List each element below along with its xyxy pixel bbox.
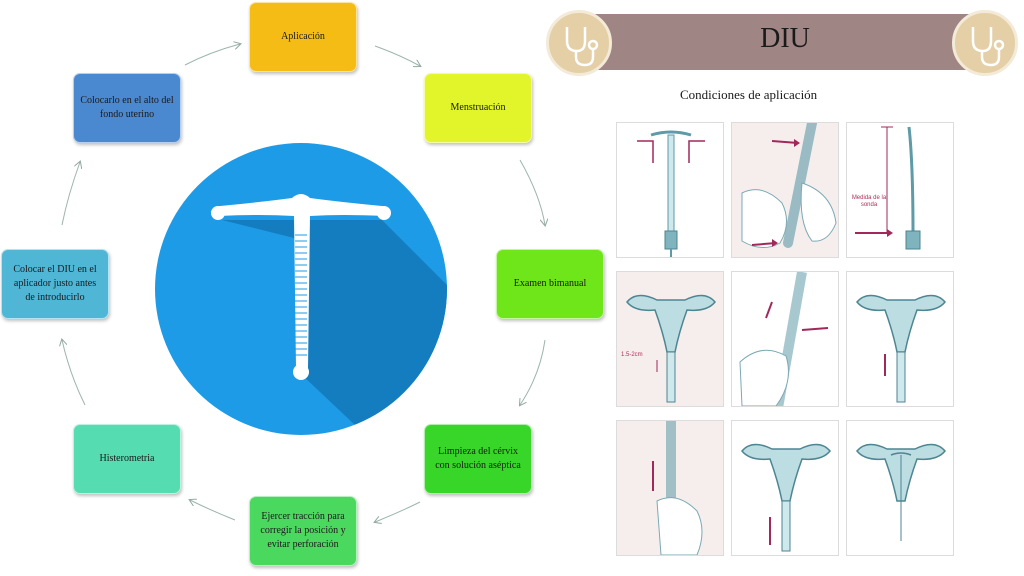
uterus-withdraw-illustration (732, 421, 838, 555)
distance-label: 1.5-2cm (621, 352, 643, 358)
arrow-3 (520, 339, 546, 405)
cycle-step-colocar-aplicador: Colocar el DIU en el aplicador justo ant… (1, 249, 109, 319)
cycle-step-fondo-uterino: Colocarlo en el alto del fondo uterino (73, 73, 181, 143)
illustration-panel-2 (731, 122, 839, 258)
illustration-panel-3: Medida de la sonda (846, 122, 954, 258)
hand-traction-illustration (617, 421, 723, 555)
arrow-6 (62, 340, 86, 406)
cycle-step-label: Histerometria (99, 453, 155, 464)
cycle-step-histerometria: Histerometria (73, 424, 181, 494)
cycle-step-menstruacion: Menstruación (424, 73, 532, 143)
title-banner (575, 14, 990, 70)
cycle-step-label: Ejercer tracción para corregir la posici… (260, 511, 346, 550)
arrow-1 (374, 45, 420, 66)
hand-insertion-illustration (732, 272, 838, 406)
cycle-step-examen-bimanual: Examen bimanual (496, 249, 604, 319)
iud-device-illustration (617, 123, 723, 257)
illustration-panel-9 (846, 420, 954, 556)
cycle-step-label: Colocarlo en el alto del fondo uterino (80, 95, 174, 120)
illustration-panel-7 (616, 420, 724, 556)
arrow-8 (184, 44, 240, 66)
hand-loading-illustration (732, 123, 838, 257)
uterus-placed-illustration (847, 421, 953, 555)
stethoscope-medallion-right (952, 10, 1018, 76)
cycle-step-label: Colocar el DIU en el aplicador justo ant… (13, 264, 97, 303)
cycle-step-limpieza: Limpieza del cérvix con solución aséptic… (424, 424, 532, 494)
stethoscope-icon (565, 27, 599, 67)
cycle-step-aplicacion: Aplicación (249, 2, 357, 72)
page-subtitle: Condiciones de aplicación (680, 87, 818, 102)
page-title: DIU (760, 23, 810, 54)
cycle-step-label: Limpieza del cérvix con solución aséptic… (435, 446, 521, 471)
stethoscope-icon (971, 27, 1005, 67)
illustration-panel-1 (616, 122, 724, 258)
cycle-step-label: Examen bimanual (513, 278, 587, 289)
iud-icon (155, 143, 447, 435)
stethoscope-medallion-left (546, 10, 612, 76)
uterus-measure-illustration (617, 272, 723, 406)
uterus-insertion-illustration (847, 272, 953, 406)
cycle-step-label: Menstruación (450, 102, 506, 113)
illustration-panel-6 (846, 271, 954, 407)
illustration-panel-4: 1.5-2cm (616, 271, 724, 407)
arrow-4 (375, 501, 421, 522)
arrow-7 (61, 162, 80, 226)
arrow-2 (519, 159, 545, 225)
cycle-step-label: Aplicación (281, 31, 325, 42)
illustration-panel-5 (731, 271, 839, 407)
probe-measure-illustration (847, 123, 953, 257)
arrow-5 (190, 500, 236, 521)
cycle-step-traccion: Ejercer tracción para corregir la posici… (249, 496, 357, 566)
illustration-panel-8 (731, 420, 839, 556)
probe-measure-label: Medida de la sonda (851, 195, 887, 208)
cycle-arrows (0, 0, 620, 576)
